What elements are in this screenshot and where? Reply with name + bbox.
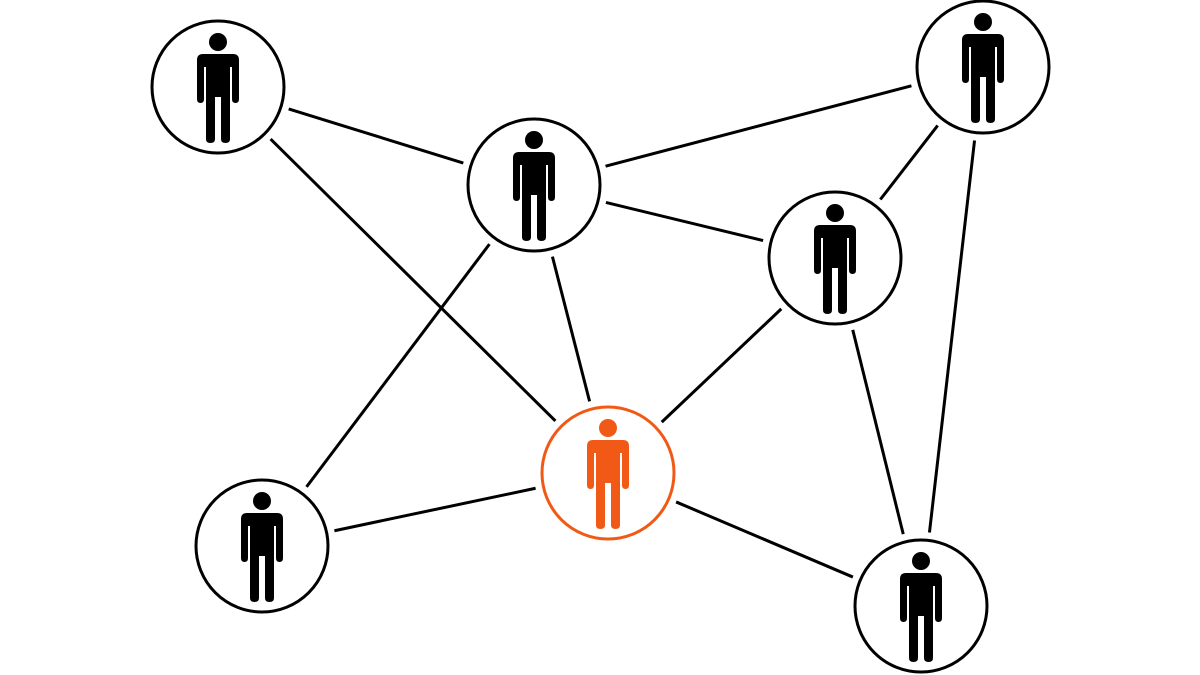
edge-c-g <box>927 140 977 533</box>
edge-c-d <box>879 124 939 201</box>
connections <box>269 84 977 579</box>
edge-e-f <box>334 486 536 533</box>
person-icon <box>241 492 283 602</box>
person-node-g <box>853 538 989 674</box>
person-node-c <box>915 0 1051 135</box>
person-node-b <box>466 117 602 253</box>
person-node-d <box>767 190 903 326</box>
person-icon <box>513 131 555 241</box>
edge-d-g <box>851 329 905 535</box>
person-icon <box>962 13 1004 123</box>
edge-a-b <box>288 107 464 165</box>
person-node-e-highlighted <box>540 405 676 541</box>
edge-b-c <box>605 84 912 168</box>
edge-b-e <box>550 256 592 402</box>
edge-b-d <box>605 200 764 243</box>
person-node-f <box>194 478 330 614</box>
person-icon <box>197 33 239 143</box>
person-icon <box>900 552 942 662</box>
edge-b-f <box>305 243 491 488</box>
edge-e-g <box>675 500 854 579</box>
person-icon <box>587 419 629 529</box>
edge-d-e <box>660 307 783 424</box>
person-icon <box>814 204 856 314</box>
people-nodes <box>150 0 1051 674</box>
person-node-a <box>150 19 286 155</box>
edge-a-e <box>269 137 557 423</box>
